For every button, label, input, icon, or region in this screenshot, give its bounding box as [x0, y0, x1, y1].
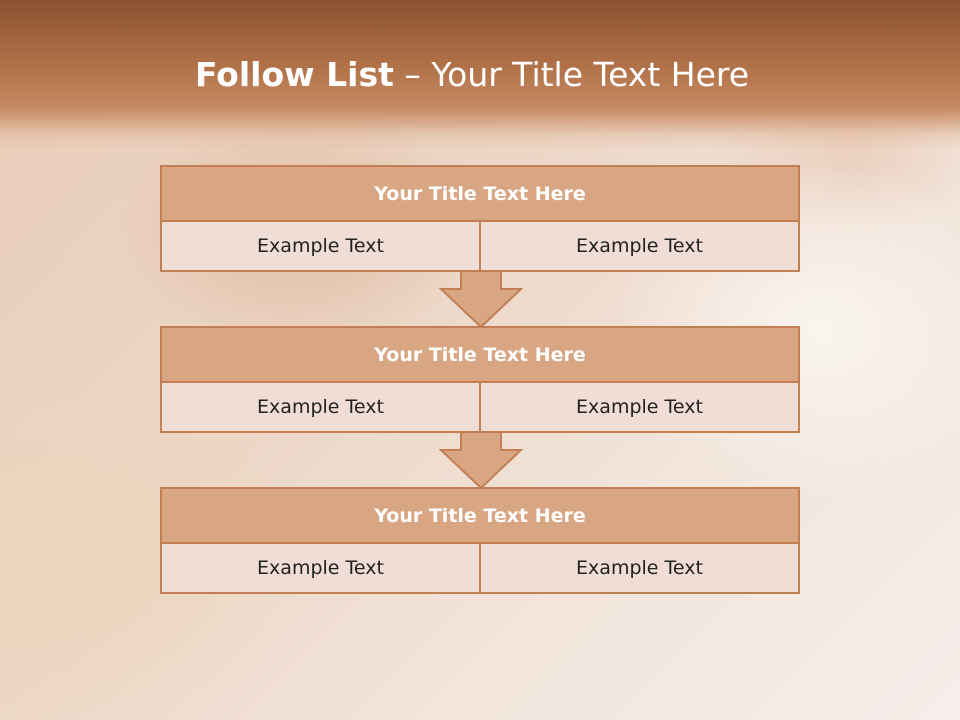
title-separator: – — [404, 55, 421, 94]
block-title: Your Title Text Here — [160, 326, 800, 383]
block-cell-left: Example Text — [160, 544, 481, 594]
slide-title: Follow List – Your Title Text Here — [0, 52, 944, 98]
list-block-3: Your Title Text Here Example Text Exampl… — [160, 487, 800, 594]
block-title: Your Title Text Here — [160, 487, 800, 544]
block-row: Example Text Example Text — [160, 544, 800, 594]
block-row: Example Text Example Text — [160, 222, 800, 272]
list-block-1: Your Title Text Here Example Text Exampl… — [160, 165, 800, 272]
title-bold: Follow List — [194, 55, 394, 94]
block-cell-right: Example Text — [481, 544, 800, 594]
block-row: Example Text Example Text — [160, 383, 800, 433]
down-arrow-icon — [439, 431, 523, 490]
down-arrow-icon — [439, 270, 523, 329]
block-cell-left: Example Text — [160, 222, 481, 272]
block-cell-left: Example Text — [160, 383, 481, 433]
title-rest: Your Title Text Here — [431, 55, 750, 94]
block-cell-right: Example Text — [481, 222, 800, 272]
title-bar — [0, 0, 960, 150]
list-block-2: Your Title Text Here Example Text Exampl… — [160, 326, 800, 433]
block-title: Your Title Text Here — [160, 165, 800, 222]
block-cell-right: Example Text — [481, 383, 800, 433]
